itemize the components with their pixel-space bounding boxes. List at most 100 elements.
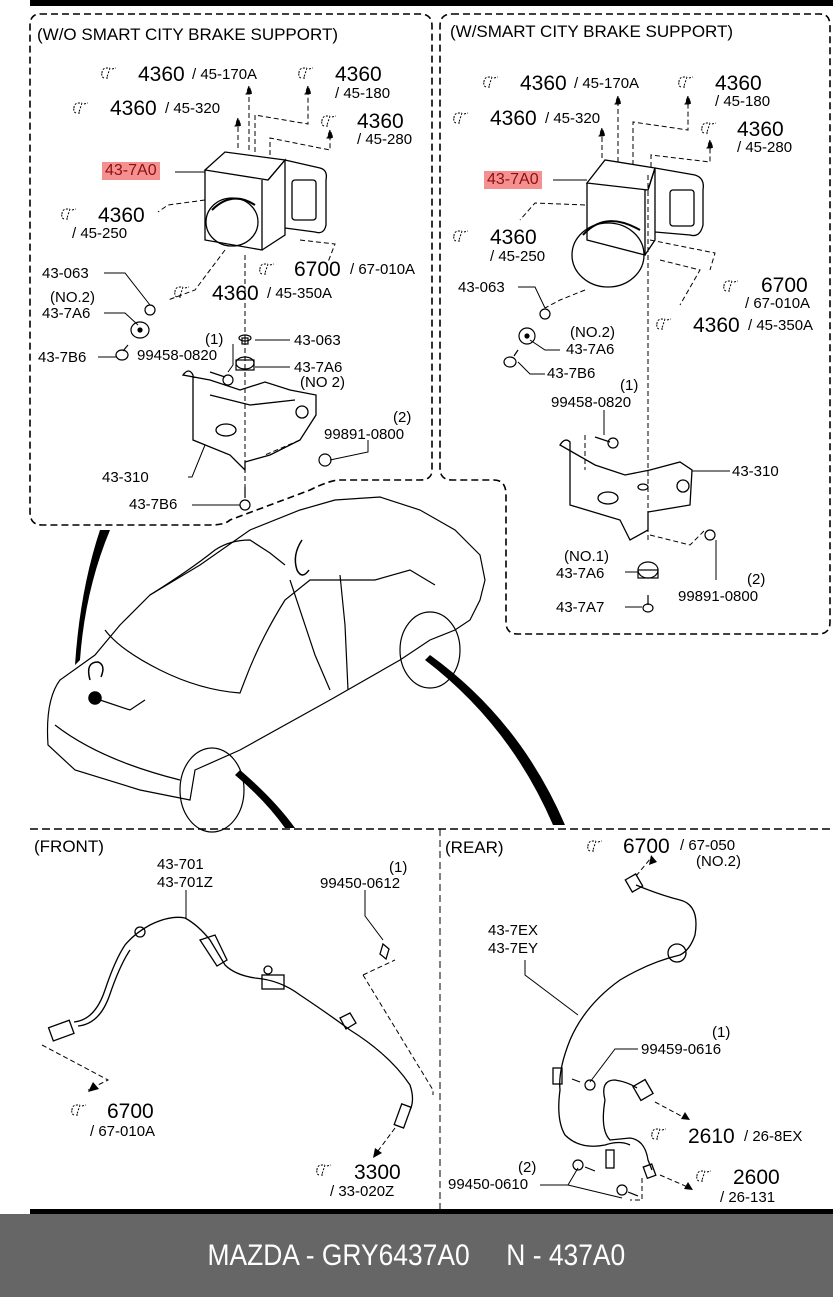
ref-group[interactable]: 6700 bbox=[294, 258, 341, 281]
ref-icon bbox=[723, 280, 739, 292]
ref-sub[interactable]: / 45-250 bbox=[72, 225, 128, 242]
ref-sub[interactable]: / 26-131 bbox=[720, 1189, 776, 1206]
ref-sub[interactable]: / 45-350A bbox=[267, 285, 333, 302]
ref-icon bbox=[453, 230, 469, 242]
ref-sub[interactable]: / 45-280 bbox=[737, 139, 793, 156]
part-label[interactable]: 43-7A6 bbox=[556, 565, 605, 582]
hcu-unit-left bbox=[203, 151, 328, 251]
ref-sub[interactable]: / 45-320 bbox=[545, 110, 601, 127]
fasteners-right bbox=[503, 308, 716, 613]
ref-group[interactable]: 4360 bbox=[98, 204, 145, 227]
part-label[interactable]: 43-701 bbox=[157, 856, 204, 873]
rear-dashed-leaders bbox=[630, 857, 691, 1201]
part-qty: (1) bbox=[620, 377, 639, 394]
part-note: (NO 2) bbox=[300, 374, 345, 391]
ref-group[interactable]: 3300 bbox=[354, 1161, 401, 1184]
ref-group[interactable]: 6700 bbox=[761, 274, 808, 297]
ref-sub[interactable]: / 67-050 bbox=[680, 837, 736, 854]
ref-group[interactable]: 4360 bbox=[335, 63, 382, 86]
ref-sub[interactable]: / 45-170A bbox=[192, 66, 258, 83]
rear-fasteners bbox=[571, 1078, 639, 1197]
part-label[interactable]: 99458-0820 bbox=[137, 347, 218, 364]
ref-group[interactable]: 4360 bbox=[520, 72, 567, 95]
ref-group[interactable]: 4360 bbox=[110, 97, 157, 120]
part-label[interactable]: 43-7A6 bbox=[566, 341, 615, 358]
solid-leaders-left bbox=[98, 171, 369, 506]
part-label[interactable]: 99891-0800 bbox=[678, 588, 759, 605]
ref-sub[interactable]: / 45-180 bbox=[335, 85, 391, 102]
ref-sub[interactable]: / 45-280 bbox=[357, 131, 413, 148]
part-label[interactable]: 99450-0612 bbox=[320, 875, 401, 892]
part-note: (NO.2) bbox=[570, 324, 615, 341]
part-label[interactable]: 43-063 bbox=[42, 265, 89, 282]
part-label[interactable]: 43-063 bbox=[294, 332, 341, 349]
part-label[interactable]: 43-7B6 bbox=[129, 496, 178, 513]
part-label[interactable]: 43-063 bbox=[458, 279, 505, 296]
part-label[interactable]: 43-7A7 bbox=[556, 599, 605, 616]
part-label[interactable]: 99459-0616 bbox=[641, 1041, 722, 1058]
ref-sub[interactable]: / 45-320 bbox=[165, 100, 221, 117]
ref-icon bbox=[101, 67, 117, 79]
part-label[interactable]: 43-7EY bbox=[488, 940, 539, 957]
ref-sub[interactable]: / 45-180 bbox=[715, 93, 771, 110]
ref-icon bbox=[587, 840, 603, 852]
ref-sub[interactable]: / 45-170A bbox=[574, 75, 640, 92]
part-label[interactable]: 99450-0610 bbox=[448, 1176, 529, 1193]
part-qty: (1) bbox=[389, 859, 408, 876]
vehicle-sensor-icons bbox=[87, 539, 310, 705]
highlighted-part-label[interactable]: 43-7A0 bbox=[484, 171, 542, 189]
highlighted-part-label[interactable]: 43-7A0 bbox=[102, 162, 160, 180]
ref-group[interactable]: 4360 bbox=[357, 110, 404, 133]
part-label[interactable]: 99891-0800 bbox=[324, 426, 405, 443]
part-label[interactable]: 43-7EX bbox=[488, 922, 539, 939]
w-scbs-box bbox=[439, 13, 831, 635]
arrow-2610-rear bbox=[681, 1112, 690, 1120]
ref-group[interactable]: 6700 bbox=[623, 835, 670, 858]
ref-group[interactable]: 6700 bbox=[107, 1100, 154, 1123]
ref-sub[interactable]: / 67-010A bbox=[745, 295, 811, 312]
part-note: (NO.2) bbox=[50, 289, 95, 306]
ref-group[interactable]: 4360 bbox=[212, 282, 259, 305]
ref-icon bbox=[678, 76, 694, 88]
part-label[interactable]: 43-7A6 bbox=[294, 359, 343, 376]
ref-icon bbox=[61, 208, 77, 220]
ref-sub[interactable]: / 26-8EX bbox=[744, 1128, 803, 1145]
part-qty: (2) bbox=[747, 571, 766, 588]
ref-sub[interactable]: / 45-250 bbox=[490, 248, 546, 265]
ref-icon bbox=[656, 318, 672, 330]
part-label[interactable]: 43-310 bbox=[732, 463, 779, 480]
part-number-footer: MAZDA - GRY6437A0 N - 437A0 bbox=[0, 1214, 833, 1297]
fasteners-left bbox=[115, 304, 332, 511]
ref-group[interactable]: 4360 bbox=[737, 118, 784, 141]
ref-group[interactable]: 2600 bbox=[733, 1166, 780, 1189]
ref-sub[interactable]: / 67-010A bbox=[350, 261, 416, 278]
ref-icon bbox=[73, 102, 89, 114]
arrow-3300-front bbox=[373, 1148, 382, 1158]
part-label[interactable]: 43-310 bbox=[102, 469, 149, 486]
ref-group[interactable]: 2610 bbox=[688, 1125, 735, 1148]
ref-icon bbox=[259, 263, 275, 275]
ref-group[interactable]: 4360 bbox=[490, 107, 537, 130]
ref-group[interactable]: 4360 bbox=[715, 72, 762, 95]
part-label[interactable]: 43-7B6 bbox=[547, 365, 596, 382]
part-label[interactable]: 43-7B6 bbox=[38, 349, 87, 366]
ref-sub[interactable]: / 33-020Z bbox=[330, 1183, 395, 1200]
ref-group[interactable]: 4360 bbox=[138, 63, 185, 86]
part-label[interactable]: 43-7A6 bbox=[42, 305, 91, 322]
section-title-w-scbs: (W/SMART CITY BRAKE SUPPORT) bbox=[450, 22, 734, 41]
footer-text: MAZDA - GRY6437A0 N - 437A0 bbox=[207, 1238, 626, 1272]
ref-icon bbox=[453, 112, 469, 124]
bracket-left bbox=[181, 370, 317, 472]
part-label[interactable]: 99458-0820 bbox=[551, 394, 632, 411]
ref-group[interactable]: 4360 bbox=[693, 314, 740, 337]
ref-group[interactable]: 4360 bbox=[490, 226, 537, 249]
bracket-right bbox=[559, 439, 693, 541]
ref-icon bbox=[71, 1104, 87, 1116]
ref-sub[interactable]: / 45-350A bbox=[748, 317, 814, 334]
dashed-leaders-right bbox=[519, 94, 716, 546]
ref-sub[interactable]: / 67-010A bbox=[90, 1123, 156, 1140]
ref-icon bbox=[316, 1164, 332, 1176]
part-label[interactable]: 43-701Z bbox=[157, 874, 213, 891]
part-note: (NO.1) bbox=[564, 548, 609, 565]
